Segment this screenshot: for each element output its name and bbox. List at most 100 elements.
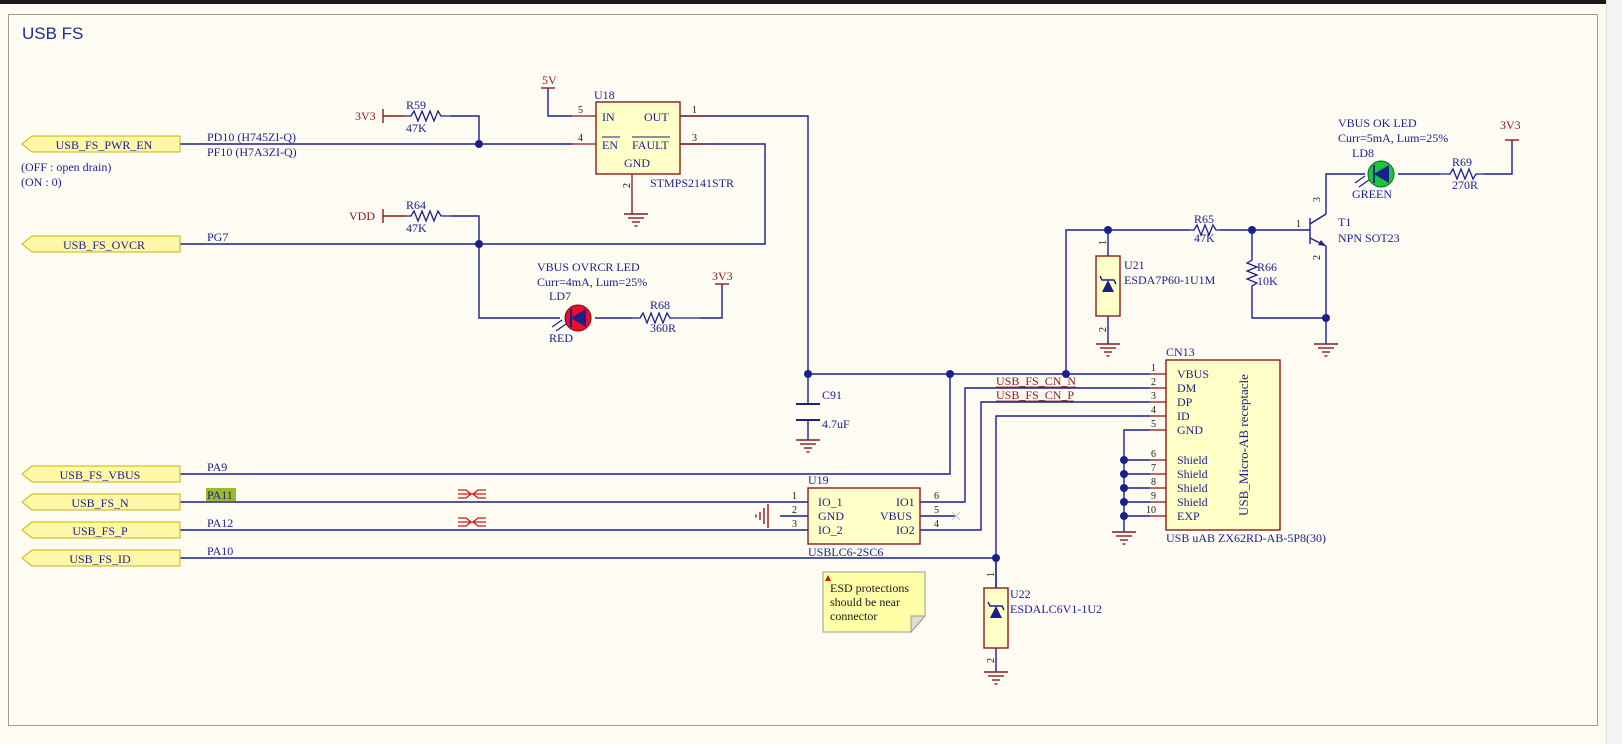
u22-esd-diode[interactable]: 1 2 U22 ESDALC6V1-1U2: [983, 572, 1102, 663]
u19-ref: U19: [808, 473, 829, 487]
net-label-cn-n: USB_FS_CN_N: [996, 374, 1076, 388]
t1-pin-1: 1: [1296, 219, 1301, 230]
wire-io2-dp: [920, 401, 1150, 531]
u19-pin-io1-left: IO_1: [818, 495, 843, 509]
port-label: USB_FS_PWR_EN: [56, 138, 153, 152]
port-usb-fs-id[interactable]: USB_FS_ID: [21, 549, 181, 567]
ld7-red-led[interactable]: VBUS OVRCR LED Curr=4mA, Lum=25% LD7 RED: [537, 260, 647, 345]
cn13-pin-number: 7: [1151, 463, 1156, 474]
net-labels: PD10 (H745ZI-Q) PF10 (H7A3ZI-Q) (OFF : o…: [21, 130, 297, 558]
junctions: [475, 140, 1330, 562]
note-line-3: connector: [830, 609, 877, 623]
net-label-pa11: PA11: [207, 488, 233, 502]
u18-pinnum-3: 3: [692, 133, 697, 144]
t1-ref: T1: [1338, 215, 1351, 229]
c91-capacitor[interactable]: C91 4.7uF: [796, 388, 850, 431]
cn13-pin-number: 1: [1151, 363, 1156, 374]
u18-power-switch[interactable]: U18 IN OUT EN FAULT GND STMPS2141STR 5 4…: [572, 88, 734, 196]
u19-pin-io2-right: IO2: [896, 523, 915, 537]
net-label-pd10: PD10 (H745ZI-Q): [207, 130, 296, 144]
cn13-pin-number: 10: [1146, 505, 1156, 516]
net-label-pa9: PA9: [207, 460, 227, 474]
u19-part: USBLC6-2SC6: [808, 545, 883, 559]
u21-ref: U21: [1124, 258, 1145, 272]
r64-value: 47K: [406, 221, 427, 235]
esd-note[interactable]: ESD protections should be near connector: [822, 571, 927, 634]
port-label: USB_FS_N: [71, 496, 129, 510]
cn13-pin-name: VBUS: [1177, 367, 1209, 381]
r64-ref: R64: [406, 198, 426, 212]
t1-pin-2: 2: [1312, 255, 1323, 260]
sheet-title: USB FS: [22, 24, 84, 43]
wire-t1-collector: [1325, 173, 1365, 214]
cn13-pin-number: 3: [1151, 391, 1156, 402]
wire-io1-dm: [920, 387, 1150, 503]
diff-pair-marker-n: [458, 489, 486, 499]
u19-pinnum-4: 4: [934, 519, 939, 530]
u18-part: STMPS2141STR: [650, 176, 734, 190]
port-label: USB_FS_VBUS: [60, 468, 141, 482]
cn13-pin-name: DM: [1177, 381, 1197, 395]
cn13-pin-name: EXP: [1177, 509, 1200, 523]
cn13-pin-number: 8: [1151, 477, 1156, 488]
cn13-pin-number: 5: [1151, 419, 1156, 430]
ground-symbols: [623, 196, 1339, 685]
wire-id: [995, 415, 1150, 588]
wire-r68-3v3: [700, 284, 723, 319]
port-usb-fs-pwr-en[interactable]: USB_FS_PWR_EN: [21, 135, 181, 153]
power-3v3-r69: 3V3: [1500, 118, 1521, 132]
ld7-ref: LD7: [549, 289, 571, 303]
r64-body: [405, 209, 451, 223]
u19-pin-vbus: VBUS: [880, 509, 912, 523]
r66-ref: R66: [1257, 260, 1277, 274]
net-labels-connector: USB_FS_CN_N USB_FS_CN_P: [996, 374, 1076, 402]
cn13-pin-number: 2: [1151, 377, 1156, 388]
u18-pin-fault: FAULT: [632, 138, 669, 152]
r69-ref: R69: [1452, 155, 1472, 169]
vertical-scrollbar[interactable]: [1606, 0, 1622, 744]
net-label-pa12: PA12: [207, 516, 233, 530]
net-label-cn-p: USB_FS_CN_P: [996, 388, 1074, 402]
r66-body: [1245, 256, 1259, 290]
no-connect-marker: [951, 511, 961, 521]
cn13-pin-name: Shield: [1177, 467, 1208, 481]
note-line-2: should be near: [830, 595, 900, 609]
u18-pin-en: EN: [602, 138, 618, 152]
c91-value: 4.7uF: [822, 417, 850, 431]
port-usb-fs-ovcr[interactable]: USB_FS_OVCR: [21, 235, 181, 253]
cn13-pin-name: Shield: [1177, 495, 1208, 509]
cn13-ref: CN13: [1166, 345, 1195, 359]
wire-fault-ovcr: [180, 143, 766, 245]
note-line-1: ESD protections: [830, 581, 909, 595]
wire-u18-out: [680, 115, 809, 374]
wire-r66-bot: [1251, 290, 1326, 319]
port-label: USB_FS_ID: [69, 552, 131, 566]
port-usb-fs-vbus[interactable]: USB_FS_VBUS: [21, 465, 181, 483]
port-usb-fs-p[interactable]: USB_FS_P: [21, 521, 181, 539]
cn13-pin-number: 6: [1151, 449, 1156, 460]
u19-esd-array[interactable]: U19 IO_1 GND IO_2 IO1 VBUS IO2 USBLC6-2S…: [792, 473, 939, 559]
diff-pair-markers: [458, 489, 486, 527]
note-on: (ON : 0): [21, 175, 62, 189]
cn13-pin-name: Shield: [1177, 453, 1208, 467]
u18-ref: U18: [594, 88, 615, 102]
warning-icon: [825, 575, 831, 581]
ld8-title: VBUS OK LED: [1338, 116, 1417, 130]
cn13-part: USB uAB ZX62RD-AB-5P8(30): [1166, 531, 1326, 545]
u22-ref: U22: [1010, 587, 1031, 601]
ld7-color: RED: [549, 331, 573, 345]
cn13-pin-number: 4: [1151, 405, 1156, 416]
r68-ref: R68: [650, 298, 670, 312]
u19-pinnum-2: 2: [792, 505, 797, 516]
port-usb-fs-n[interactable]: USB_FS_N: [21, 493, 181, 511]
ld8-green-led[interactable]: VBUS OK LED Curr=5mA, Lum=25% LD8 GREEN: [1338, 116, 1448, 201]
r59-body: [405, 109, 451, 123]
r59-value: 47K: [406, 121, 427, 135]
u19-pinnum-5: 5: [934, 505, 939, 516]
r66-value: 10K: [1257, 274, 1278, 288]
power-symbols: [382, 87, 1519, 285]
net-label-pa10: PA10: [207, 544, 233, 558]
u21-esd-diode[interactable]: 1 2 U21 ESDA7P60-1U1M: [1095, 240, 1216, 332]
t1-npn-transistor[interactable]: 1 2 3 T1 NPN SOT23: [1296, 197, 1400, 260]
